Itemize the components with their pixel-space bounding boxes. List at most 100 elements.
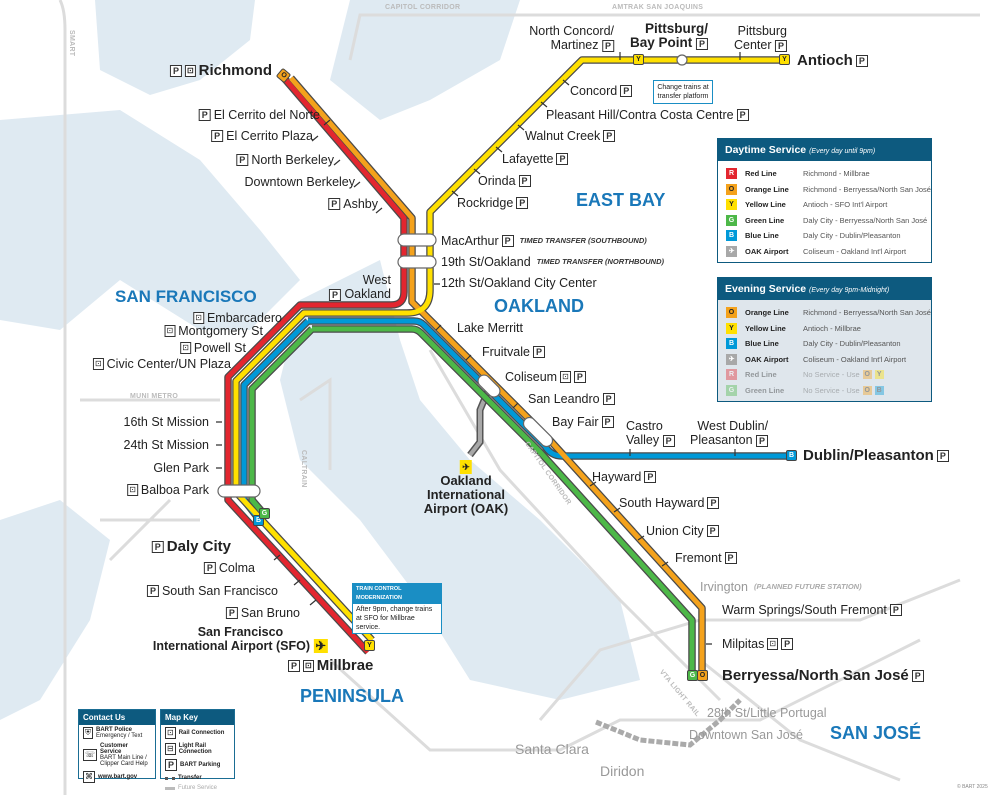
station-north-concord[interactable]: North Concord/Martinez P (529, 24, 614, 52)
station-name: Hayward (592, 470, 642, 484)
station-name: Union City (646, 524, 704, 538)
station-civic-center[interactable]: ⊡Civic Center/UN Plaza (92, 357, 231, 371)
parking-icon: P (556, 153, 569, 165)
station-milpitas[interactable]: Milpitas⊡P (722, 637, 794, 651)
station-name: Bay Fair (552, 415, 599, 429)
customer-label: Customer Service (100, 743, 129, 755)
station-name: North Berkeley (251, 153, 334, 167)
station-balboa-park[interactable]: ⊡Balboa Park (127, 483, 209, 497)
line-name: OAK Airport (745, 246, 789, 256)
station-name: Millbrae (316, 657, 374, 674)
station-west-dublin[interactable]: West Dublin/Pleasanton P (690, 419, 769, 447)
parking-icon: P (707, 497, 720, 509)
website-link[interactable]: www.bart.gov (98, 774, 138, 780)
station-powell[interactable]: ⊡Powell St (180, 341, 246, 355)
station-pittsburg-bay-point[interactable]: Pittsburg/Bay Point P (630, 22, 708, 50)
station-name: Castro (626, 419, 663, 433)
line-code-icon: Y (726, 199, 737, 211)
rail-connection-icon: ⊡ (560, 371, 571, 383)
line-code-icon: R (726, 168, 737, 180)
station-coliseum[interactable]: Coliseum⊡P (505, 370, 586, 384)
line-route: Daly City - Dublin/Pleasanton (803, 231, 901, 241)
station-richmond[interactable]: P⊡Richmond (169, 62, 272, 79)
station-24th-st-mission[interactable]: 24th St Mission (124, 438, 209, 452)
airport-icon: ✈ (313, 639, 328, 653)
key-transfer: Transfer (178, 775, 202, 781)
red-line (225, 76, 407, 654)
map-key-title: Map Key (161, 710, 234, 725)
station-name: El Cerrito del Norte (213, 108, 320, 122)
future-station-note: (PLANNED FUTURE STATION) (753, 582, 862, 591)
station-16th-st-mission[interactable]: 16th St Mission (124, 415, 209, 429)
capitol-corridor-label: CAPITOL CORRIDOR (385, 4, 461, 11)
line-route: Richmond - Berryessa/North San José (803, 308, 931, 318)
station-name: 12th St/Oakland City Center (441, 276, 597, 290)
parking-icon: P (165, 759, 178, 771)
station-name: Downtown San José (689, 728, 803, 742)
station-name: Milpitas (722, 637, 765, 651)
station-glen-park[interactable]: Glen Park (153, 461, 209, 475)
station-name: Pleasanton (690, 433, 753, 447)
region-san-francisco: SAN FRANCISCO (115, 287, 257, 306)
parking-icon: P (211, 130, 224, 142)
alternate-line-icon: Y (874, 370, 884, 380)
parking-icon: P (501, 235, 514, 247)
station-name: San Bruno (240, 606, 300, 620)
station-name: Warm Springs/South Fremont (722, 603, 887, 617)
transfer-platform-callout: Change trains at transfer platform (653, 80, 713, 104)
station-millbrae[interactable]: P⊡Millbrae (288, 657, 373, 674)
parking-icon: P (203, 562, 216, 574)
line-name: Blue Line (745, 339, 779, 349)
green-line-badge: G (259, 508, 270, 519)
station-lake-merritt[interactable]: Lake Merritt (457, 321, 523, 335)
line-name: Yellow Line (745, 200, 786, 210)
station-montgomery[interactable]: ⊡Montgomery St (164, 324, 263, 338)
station-name: Antioch (797, 52, 853, 69)
line-code-icon: O (726, 307, 737, 319)
parking-icon: P (288, 659, 301, 672)
station-embarcadero[interactable]: ⊡Embarcadero (193, 311, 282, 325)
station-downtown-berkeley[interactable]: Downtown Berkeley (245, 175, 355, 189)
parking-icon: P (146, 585, 159, 597)
parking-icon: P (911, 669, 924, 682)
station-12th-st-oakland[interactable]: 12th St/Oakland City Center (441, 276, 597, 290)
station-name: Santa Clara (515, 741, 589, 757)
evening-service-legend: Evening Service (Every day 9pm-Midnight)… (717, 277, 932, 402)
rail-connection-icon: ⊡ (184, 64, 196, 77)
callout-title: TRAIN CONTROL MODERNIZATION (353, 584, 441, 604)
